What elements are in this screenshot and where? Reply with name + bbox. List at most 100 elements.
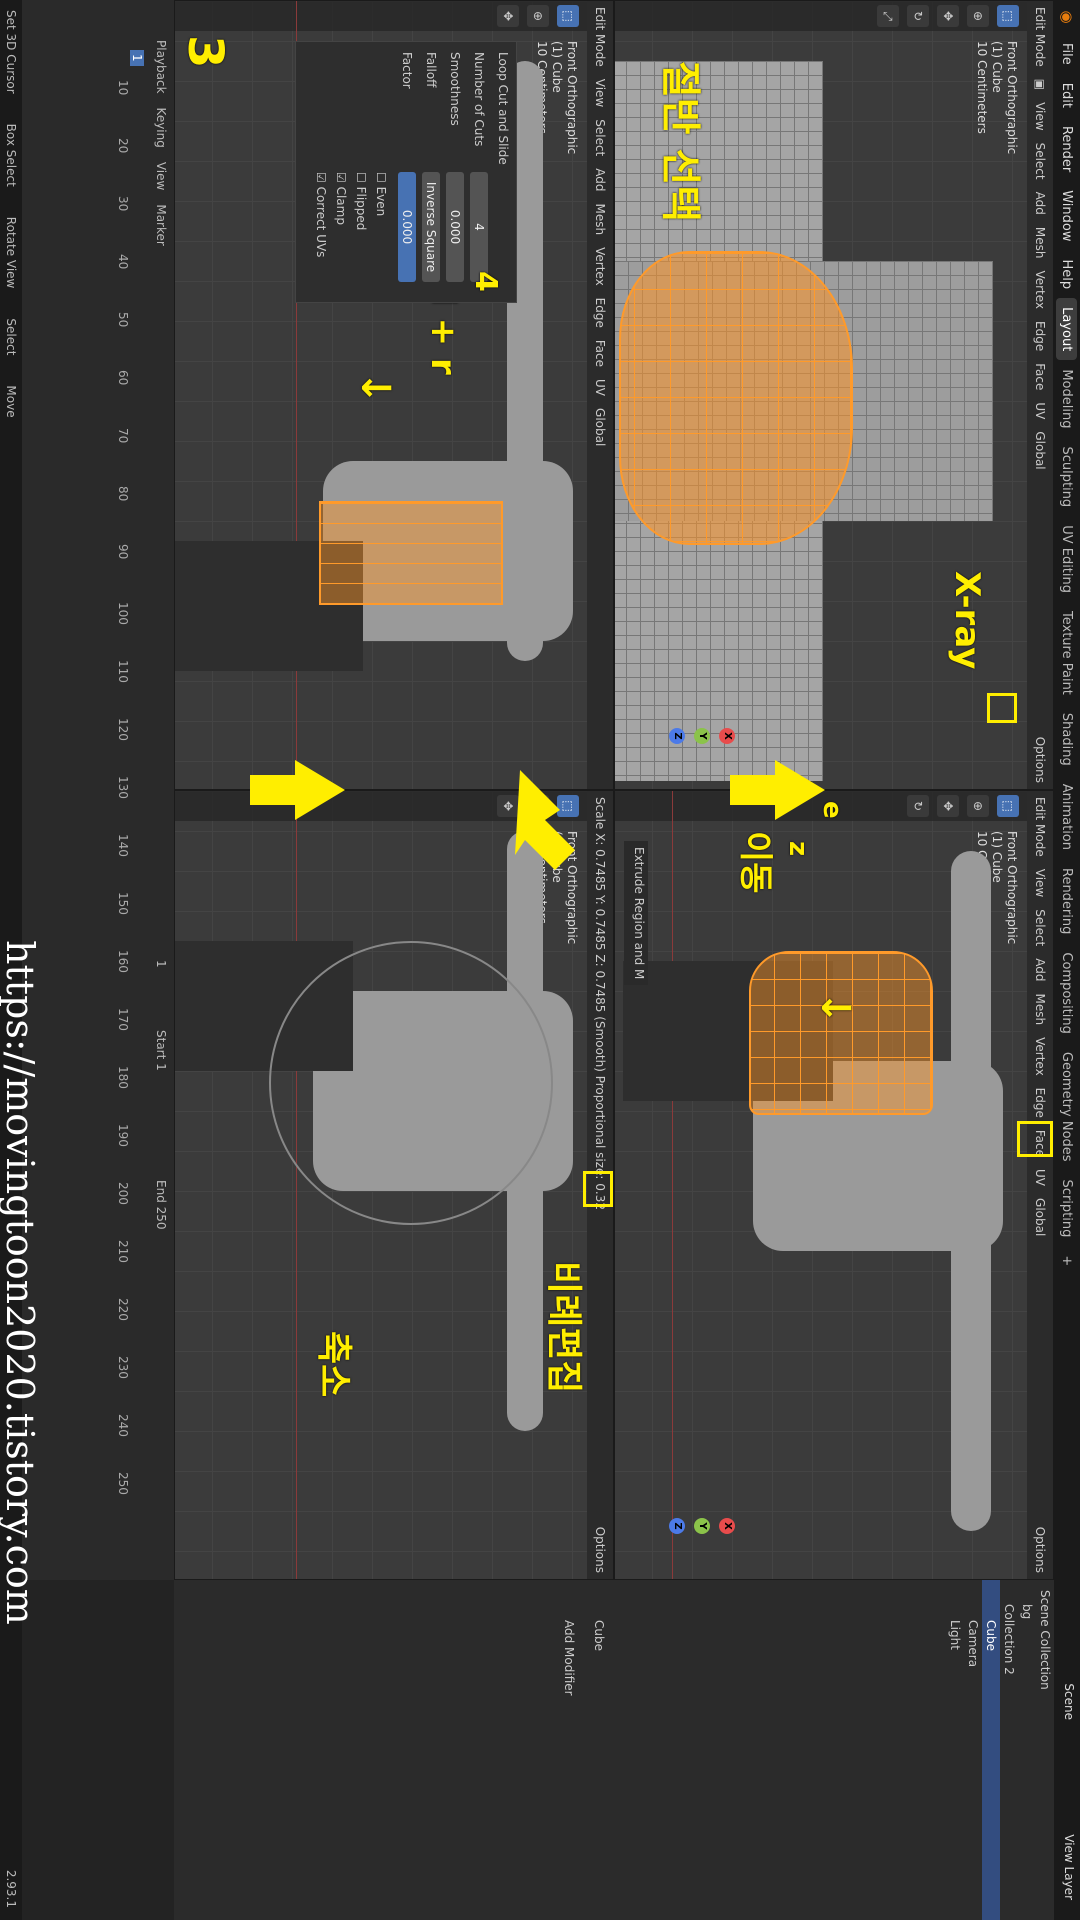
falloff-select[interactable]: Inverse Square [422, 172, 440, 282]
outliner-item-light[interactable]: Light [948, 1620, 962, 1650]
options-button[interactable]: Options [1033, 1526, 1047, 1573]
operator-panel[interactable]: Extrude Region and M [624, 841, 648, 986]
menu-add[interactable]: Add [1033, 958, 1047, 982]
tab-texture-paint[interactable]: Texture Paint [1059, 611, 1075, 695]
tab-sculpting[interactable]: Sculpting [1059, 446, 1075, 508]
menu-select[interactable]: Select [593, 119, 607, 157]
select-box-tool-icon[interactable]: ⬚ [997, 5, 1019, 27]
menu-render[interactable]: Render [1059, 125, 1075, 173]
number-of-cuts-field[interactable]: 4 [470, 172, 488, 282]
tab-animation[interactable]: Animation [1059, 783, 1075, 850]
panel-title[interactable]: Loop Cut and Slide [496, 52, 510, 165]
mode-selector[interactable]: Edit Mode [1033, 797, 1047, 857]
menu-face[interactable]: Face [593, 339, 607, 368]
blender-logo-icon[interactable]: ◉ [1058, 10, 1076, 24]
rotate-tool-icon[interactable]: ↻ [907, 795, 929, 817]
flipped-checkbox[interactable]: ☐ Flipped [354, 172, 368, 231]
mode-selector[interactable]: Edit Mode [1033, 7, 1047, 67]
cursor-tool-icon[interactable]: ⊕ [967, 795, 989, 817]
view-layer-selector[interactable]: View Layer [1062, 1834, 1076, 1900]
menu-playback[interactable]: Playback [154, 40, 168, 94]
tab-scripting[interactable]: Scripting [1059, 1179, 1075, 1238]
menu-edit[interactable]: Edit [1059, 82, 1075, 108]
properties-panel-top[interactable]: Cube Add Modifier [174, 1580, 614, 1920]
even-checkbox[interactable]: ☐ Even [374, 172, 388, 217]
loop-cut-panel[interactable]: Loop Cut and Slide Number of Cuts 4 Smoo… [295, 41, 517, 303]
clamp-checkbox[interactable]: ☑ Clamp [334, 172, 348, 225]
tab-rendering[interactable]: Rendering [1059, 868, 1075, 935]
options-button[interactable]: Options [1033, 736, 1047, 783]
menu-marker[interactable]: Marker [154, 204, 168, 246]
gizmo-z-icon[interactable]: Z [669, 1518, 685, 1534]
gizmo-y-icon[interactable]: Y [694, 1518, 710, 1534]
outliner-scene-collection[interactable]: Scene Collection [1038, 1590, 1052, 1690]
menu-mesh[interactable]: Mesh [1033, 226, 1047, 259]
correct-uvs-checkbox[interactable]: ☑ Correct UVs [314, 172, 328, 258]
playhead[interactable]: 1 [130, 50, 144, 66]
gizmo-y-icon[interactable]: Y [694, 728, 710, 744]
menu-keying[interactable]: Keying [154, 107, 168, 148]
outliner-item-bg[interactable]: bg [1020, 1604, 1034, 1620]
viewport-top-right[interactable]: Edit Mode View Select Add Mesh Vertex Ed… [614, 790, 1054, 1580]
outliner-item-camera[interactable]: Camera [966, 1620, 980, 1668]
orientation-selector[interactable]: Global [1033, 431, 1047, 470]
select-box-tool-icon[interactable]: ⬚ [997, 795, 1019, 817]
menu-view[interactable]: View [154, 161, 168, 191]
navigation-gizmo[interactable]: X Y Z [667, 1491, 737, 1561]
menu-uv[interactable]: UV [593, 379, 607, 397]
timeline[interactable]: Playback Keying View Marker Start 1 End … [22, 0, 174, 1580]
viewport-bottom-right[interactable]: Scale X: 0.7485 Y: 0.7485 Z: 0.7485 (Smo… [174, 790, 614, 1580]
smoothness-field[interactable]: 0.000 [446, 172, 464, 282]
select-box-tool-icon[interactable]: ⬚ [557, 5, 579, 27]
scene-selector[interactable]: Scene [1062, 1683, 1076, 1720]
menu-vertex[interactable]: Vertex [1033, 1037, 1047, 1076]
cursor-tool-icon[interactable]: ⊕ [967, 5, 989, 27]
orientation-selector[interactable]: Global [593, 408, 607, 447]
factor-field[interactable]: 0.000 [398, 172, 416, 282]
tab-modeling[interactable]: Modeling [1059, 369, 1075, 429]
add-workspace-button[interactable]: + [1059, 1255, 1075, 1267]
menu-edge[interactable]: Edge [1033, 321, 1047, 352]
tab-layout[interactable]: Layout [1056, 298, 1078, 361]
menu-uv[interactable]: UV [1033, 402, 1047, 420]
move-tool-icon[interactable]: ✥ [937, 5, 959, 27]
outliner[interactable]: Scene Collection bg Collection 2 Cube Ca… [614, 1580, 1054, 1920]
select-box-tool-icon[interactable]: ⬚ [557, 795, 579, 817]
end-frame[interactable]: End 250 [154, 1180, 168, 1230]
end-value[interactable]: 250 [154, 1206, 168, 1230]
move-tool-icon[interactable]: ✥ [497, 5, 519, 27]
menu-add[interactable]: Add [1033, 191, 1047, 215]
gizmo-x-icon[interactable]: X [719, 728, 735, 744]
add-modifier-button[interactable]: Add Modifier [562, 1620, 576, 1696]
menu-add[interactable]: Add [593, 168, 607, 192]
start-value[interactable]: 1 [154, 1063, 168, 1071]
menu-uv[interactable]: UV [1033, 1169, 1047, 1187]
menu-mesh[interactable]: Mesh [593, 203, 607, 236]
outliner-item-collection-2[interactable]: Collection 2 [1002, 1604, 1016, 1675]
menu-help[interactable]: Help [1059, 259, 1075, 290]
menu-mesh[interactable]: Mesh [1033, 993, 1047, 1026]
move-tool-icon[interactable]: ✥ [497, 795, 519, 817]
mode-selector[interactable]: Edit Mode [593, 7, 607, 67]
menu-view[interactable]: View [1033, 868, 1047, 898]
menu-window[interactable]: Window [1059, 190, 1075, 242]
menu-file[interactable]: File [1059, 43, 1075, 65]
orientation-selector[interactable]: Global [1033, 1198, 1047, 1237]
menu-view[interactable]: View [593, 78, 607, 108]
navigation-gizmo[interactable]: X Y Z [667, 701, 737, 771]
gizmo-x-icon[interactable]: X [719, 1518, 735, 1534]
rotate-tool-icon[interactable]: ↻ [907, 5, 929, 27]
menu-edge[interactable]: Edge [593, 297, 607, 328]
scale-tool-icon[interactable]: ⤢ [877, 5, 899, 27]
start-frame[interactable]: Start 1 [154, 1030, 168, 1071]
move-tool-icon[interactable]: ✥ [937, 795, 959, 817]
viewport-bottom-left[interactable]: Edit Mode View Select Add Mesh Vertex Ed… [174, 0, 614, 790]
cursor-tool-icon[interactable]: ⊕ [527, 795, 549, 817]
tab-shading[interactable]: Shading [1059, 712, 1075, 766]
vertex-select-icon[interactable]: ▣ [1033, 78, 1047, 91]
menu-edge[interactable]: Edge [1033, 1087, 1047, 1118]
menu-face[interactable]: Face [1033, 363, 1047, 391]
gizmo-z-icon[interactable]: Z [669, 728, 685, 744]
outliner-item-cube[interactable]: Cube [982, 1580, 1000, 1920]
menu-vertex[interactable]: Vertex [593, 247, 607, 286]
